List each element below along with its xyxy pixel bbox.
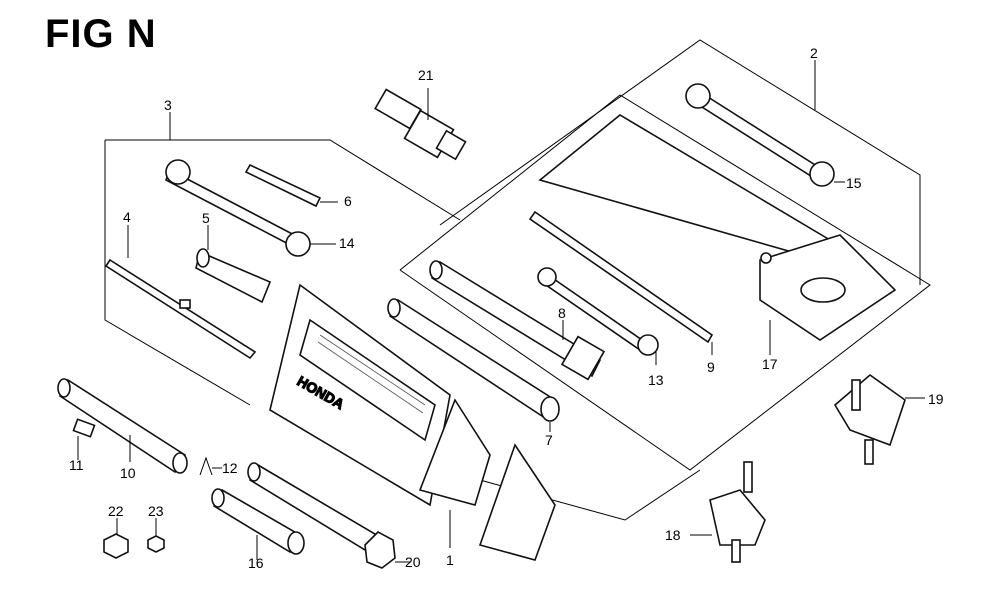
- nut-part-22: [103, 518, 129, 559]
- callout-7: 7: [545, 432, 553, 448]
- callout-23: 23: [148, 503, 164, 519]
- callout-10: 10: [120, 465, 136, 481]
- socket-part-8: [429, 260, 606, 381]
- mount-bracket-part-19: [833, 373, 925, 465]
- socket-wrench-part-20: [247, 462, 410, 569]
- pin-part-11: [72, 418, 96, 460]
- screwdriver-tip-part: [244, 163, 338, 208]
- wrench-part-13: [537, 267, 659, 365]
- callout-4: 4: [123, 209, 131, 225]
- callout-5: 5: [202, 210, 210, 226]
- callout-21: 21: [418, 67, 434, 83]
- callout-15: 15: [846, 175, 862, 191]
- socket-tube-part-7: [387, 298, 560, 432]
- rod-part-9: [528, 210, 714, 355]
- mount-bracket-part-18: [690, 461, 766, 563]
- callout-12: 12: [222, 460, 238, 476]
- tube-spanner-part-10: [57, 378, 188, 474]
- wrench-part-15: [685, 83, 845, 187]
- callout-11: 11: [69, 457, 84, 473]
- screwdriver-handle-part: [195, 225, 272, 304]
- callout-3: 3: [164, 97, 172, 113]
- callout-6: 6: [344, 193, 352, 209]
- bar-part-4: [104, 225, 257, 360]
- callout-18: 18: [665, 527, 681, 543]
- group-outline-2: [399, 39, 931, 471]
- wrench-part-14: [164, 159, 336, 257]
- callout-2: 2: [810, 45, 818, 61]
- callout-8: 8: [558, 305, 566, 321]
- figure-title: FIG N: [45, 12, 157, 56]
- callout-labels: 1 2 3 4 5 6 7 8 9 10 11 12 13 14 15 16 1…: [69, 45, 944, 571]
- callout-22: 22: [108, 503, 124, 519]
- callout-20: 20: [405, 554, 421, 570]
- callout-14: 14: [339, 235, 355, 251]
- callout-19: 19: [928, 391, 944, 407]
- callout-16: 16: [248, 555, 264, 571]
- clip-part-12: [199, 456, 222, 476]
- callout-17: 17: [762, 356, 778, 372]
- tool-case-part-1: HONDA: [269, 283, 556, 561]
- callout-9: 9: [707, 359, 715, 375]
- box-spanner-part-16: [211, 488, 305, 560]
- spark-plug-part: [374, 88, 467, 161]
- tool-bag-part-17: [538, 114, 897, 355]
- bolt-part-23: [147, 518, 165, 553]
- callout-13: 13: [648, 372, 664, 388]
- callout-1: 1: [446, 552, 454, 568]
